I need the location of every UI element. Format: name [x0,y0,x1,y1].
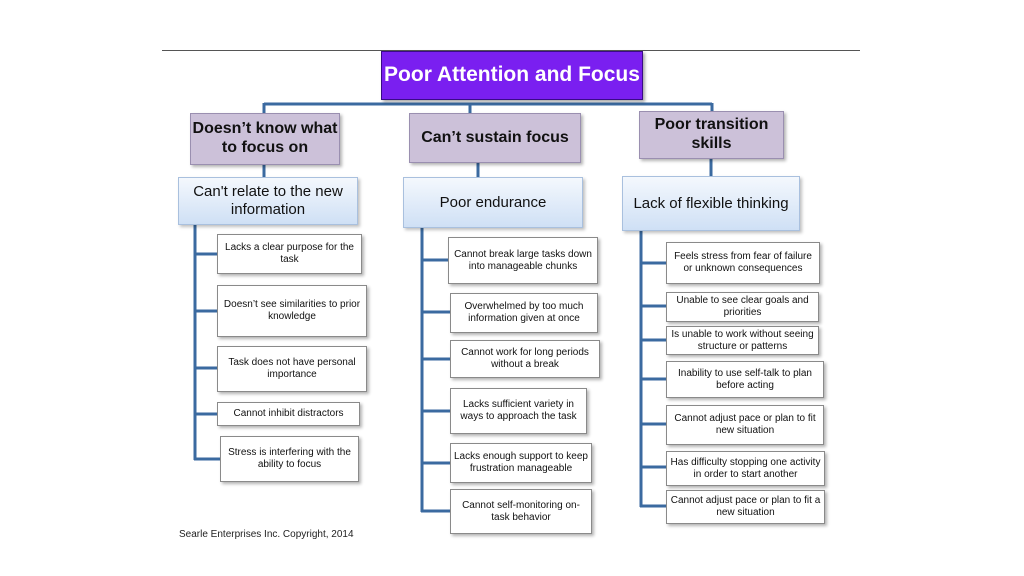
subcategory-cant-relate-to-new-information: Can't relate to the new information [178,177,358,225]
subcategory-lack-of-flexible-thinking: Lack of flexible thinking [622,176,800,231]
cause-item: Lacks sufficient variety in ways to appr… [450,388,587,434]
category-poor-transition-skills: Poor transition skills [639,111,784,159]
cause-item: Cannot adjust pace or plan to fit a new … [666,490,825,524]
cause-item: Has difficulty stopping one activity in … [666,451,825,486]
copyright-footer: Searle Enterprises Inc. Copyright, 2014 [179,529,354,540]
cause-item: Overwhelmed by too much information give… [450,293,598,333]
cause-item: Feels stress from fear of failure or unk… [666,242,820,284]
cause-item: Cannot work for long periods without a b… [450,340,600,378]
cause-item: Cannot inhibit distractors [217,402,360,426]
cause-item: Cannot adjust pace or plan to fit new si… [666,405,824,445]
category-cant-sustain-focus: Can’t sustain focus [409,113,581,163]
subcategory-poor-endurance: Poor endurance [403,177,583,228]
cause-item: Unable to see clear goals and priorities [666,292,819,322]
cause-item: Task does not have personal importance [217,346,367,392]
cause-item: Stress is interfering with the ability t… [220,436,359,482]
root-node-title: Poor Attention and Focus [381,51,643,100]
cause-item: Doesn’t see similarities to prior knowle… [217,285,367,337]
cause-item: Cannot break large tasks down into manag… [448,237,598,284]
top-divider-line [162,50,860,51]
cause-item: Lacks enough support to keep frustration… [450,443,592,483]
cause-item: Cannot self-monitoring on-task behavior [450,489,592,534]
category-doesnt-know-what-to-focus-on: Doesn’t know what to focus on [190,113,340,165]
cause-item: Lacks a clear purpose for the task [217,234,362,274]
cause-item: Inability to use self-talk to plan befor… [666,361,824,398]
cause-item: Is unable to work without seeing structu… [666,326,819,355]
